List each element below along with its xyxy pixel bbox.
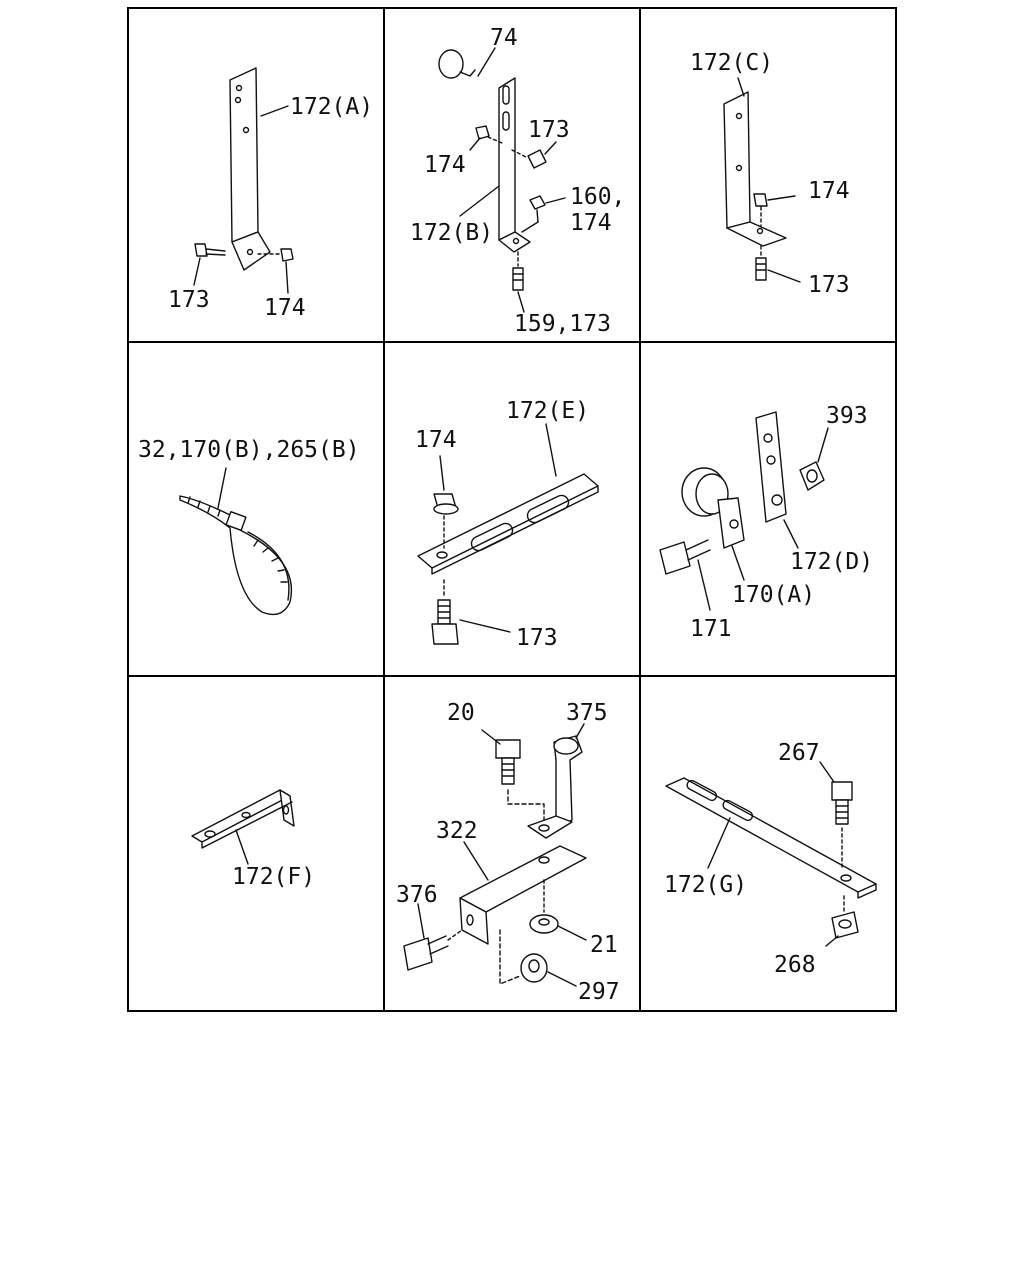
label-393: 393 [826,403,868,429]
label-322: 322 [436,818,478,844]
bracket-172f-drawing [191,789,295,865]
label-172a: 172(A) [290,94,373,120]
bracket-172d-170a-drawing [659,411,829,611]
panel-grid [127,7,897,1012]
panel-bracket-172a: 172(A) 173 174 [168,67,373,321]
label-174: 174 [264,295,306,321]
label-160: 160, [570,184,625,210]
label-297: 297 [578,979,620,1005]
label-74: 74 [490,25,518,51]
label-32-170b-265b: 32,170(B),265(B) [138,437,360,463]
label-159-173: 159,173 [514,311,611,337]
panel-bracket-172e: 172(E) 174 173 [415,398,599,651]
label-173: 173 [808,272,850,298]
label-268: 268 [774,952,816,978]
label-173: 173 [516,625,558,651]
panel-bracket-172d-170a: 393 172(D) 170(A) 171 [659,403,873,642]
label-172f: 172(F) [232,864,315,890]
label-375: 375 [566,700,608,726]
label-172e: 172(E) [506,398,589,424]
panel-cable-tie: 32,170(B),265(B) [138,437,360,616]
label-173: 173 [528,117,570,143]
label-172b: 172(B) [410,220,493,246]
label-171: 171 [690,616,732,642]
label-172g: 172(G) [664,872,747,898]
label-173: 173 [168,287,210,313]
label-174: 174 [424,152,466,178]
panel-bracket-172g: 267 172(G) 268 [664,740,877,978]
label-174: 174 [415,427,457,453]
cable-tie-drawing [179,467,293,616]
bracket-172a-drawing [193,67,294,294]
label-174: 174 [808,178,850,204]
label-21: 21 [590,932,618,958]
label-172d: 172(D) [790,549,873,575]
label-376: 376 [396,882,438,908]
panel-bracket-172b: 74 173 174 160, 174 172(B) 159,173 [410,25,625,337]
bracket-322-drawing [403,723,587,987]
bracket-172c-drawing [723,77,801,283]
label-20: 20 [447,700,475,726]
label-170a: 170(A) [732,582,815,608]
label-174-b: 174 [570,210,612,236]
bracket-172g-drawing [665,761,877,947]
label-172c: 172(C) [690,50,773,76]
label-267: 267 [778,740,820,766]
panel-bracket-172c: 172(C) 174 173 [690,50,850,298]
panel-bracket-172f: 172(F) [191,789,315,890]
bracket-172e-drawing [417,423,599,645]
panel-bracket-322: 20 375 322 376 21 297 [396,700,620,1005]
bracket-172b-drawing [438,47,566,313]
